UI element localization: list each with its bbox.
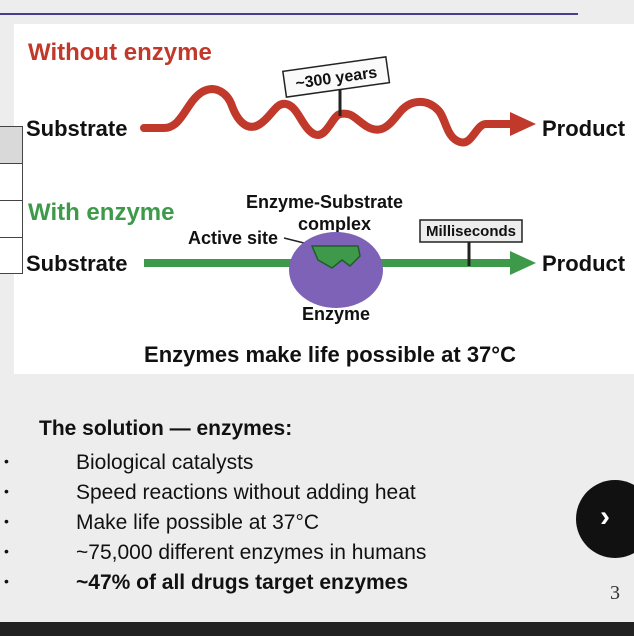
active-site-label: Active site xyxy=(188,228,278,248)
signpost-top-board xyxy=(281,56,391,98)
bullet-icon: • xyxy=(4,543,9,559)
es-complex-line1: Enzyme-Substrate xyxy=(246,192,403,212)
product-bottom-label: Product xyxy=(542,251,626,276)
substrate-top-label: Substrate xyxy=(26,116,127,141)
time-bottom-label: Milliseconds xyxy=(426,223,516,240)
table-fragment-row xyxy=(0,127,22,164)
bullet-text: Speed reactions without adding heat xyxy=(76,481,416,504)
chevron-right-icon: › xyxy=(600,500,610,533)
bullet-icon: • xyxy=(4,483,9,499)
bullet-text: ~47% of all drugs target enzymes xyxy=(76,571,409,594)
bullet-text: Biological catalysts xyxy=(76,451,254,474)
enzyme-diagram: Without enzyme Substrate Product ~300 ye… xyxy=(26,39,626,367)
with-enzyme-label: With enzyme xyxy=(28,199,174,226)
table-fragment-row xyxy=(0,238,22,274)
bottom-bar xyxy=(0,622,634,636)
table-fragment-row xyxy=(0,164,22,201)
next-slide-button[interactable]: › xyxy=(576,480,634,558)
notes-heading: The solution — enzymes: xyxy=(39,417,293,440)
figure-caption: Enzymes make life possible at 37°C xyxy=(144,342,516,367)
enzyme-label: Enzyme xyxy=(302,304,370,324)
bottom-arrowhead xyxy=(510,251,536,275)
without-enzyme-label: Without enzyme xyxy=(28,39,212,66)
signpost-top: ~300 years xyxy=(281,56,391,98)
table-fragment xyxy=(0,126,23,274)
bullet-text: Make life possible at 37°C xyxy=(76,511,320,534)
slide: Without enzyme Substrate Product ~300 ye… xyxy=(0,13,634,604)
enzyme-figure: Without enzyme Substrate Product ~300 ye… xyxy=(14,24,634,374)
signpost-bottom-board xyxy=(419,219,523,243)
bullet-icon: • xyxy=(4,573,9,589)
product-top-label: Product xyxy=(542,116,626,141)
es-complex-line2: complex xyxy=(298,214,371,234)
bullet-icon: • xyxy=(4,453,9,469)
substrate-bottom-label: Substrate xyxy=(26,251,127,276)
page-number: 3 xyxy=(610,582,620,604)
substrate-in-active-site xyxy=(310,245,361,269)
bullet-text: ~75,000 different enzymes in humans xyxy=(76,541,427,564)
without-enzyme-path xyxy=(140,85,518,147)
enzyme-shape xyxy=(289,232,383,308)
title-rule xyxy=(0,13,578,15)
bullet-icon: • xyxy=(4,513,9,529)
top-arrowhead xyxy=(510,112,536,136)
table-fragment-row xyxy=(0,201,22,238)
